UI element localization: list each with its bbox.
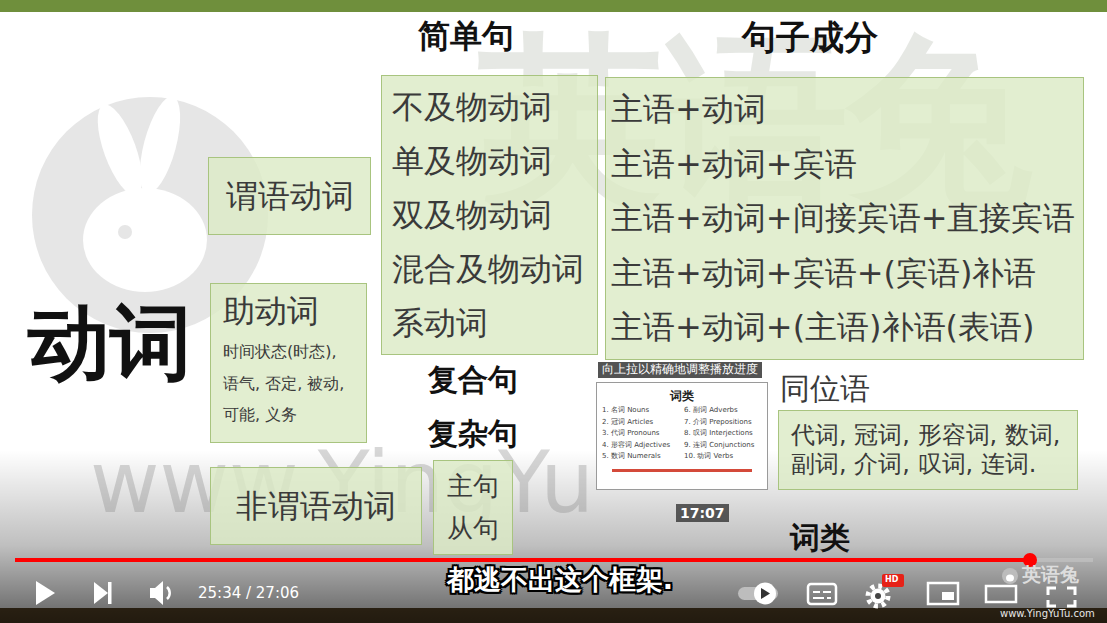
rabbit-head (83, 188, 207, 292)
box-text: 1. 名词 Nouns (602, 406, 680, 414)
box-text: 系动词 (392, 304, 488, 342)
verb-type-box: 不及物动词单及物动词双及物动词混合及物动词系动词 (381, 75, 598, 355)
box-text: 2. 冠词 Articles (602, 418, 680, 426)
hd-badge (882, 574, 904, 587)
logo-mark (1002, 568, 1018, 584)
next-icon-bar (108, 582, 112, 604)
play-icon (36, 581, 55, 605)
term-label: 同位语 (780, 372, 870, 407)
tooltip: 向上拉以精确地调整播放进度 (598, 362, 762, 378)
next-icon (94, 582, 108, 604)
box-text: 词类 (602, 389, 762, 403)
column-title: 句子成分 (742, 18, 878, 57)
settings-teeth (868, 586, 888, 606)
progress-played (15, 558, 1030, 562)
box-text: 4. 形容词 Adjectives (602, 441, 680, 449)
miniplayer-icon (928, 583, 958, 604)
rabbit-ear (132, 93, 189, 198)
logo-text: 英语兔 (1022, 564, 1079, 586)
box-text: 主句 (447, 471, 499, 502)
subtitles-icon (808, 584, 836, 604)
box-text: 双及物动词 (392, 196, 552, 234)
box-text: 混合及物动词 (392, 250, 584, 288)
sentence-type: 复杂句 (428, 417, 518, 452)
autoplay-glyph (761, 588, 770, 599)
box-text: 主语+动词+宾语 (611, 145, 857, 183)
word-class-box: 代词, 冠词, 形容词, 数词, 副词, 介词, 叹词, 连词. (778, 410, 1078, 490)
box-text: 谓语动词 (226, 177, 354, 215)
box-text: 主语+动词+间接宾语+直接宾语 (611, 199, 1075, 237)
box-text: 8. 叹词 Interjections (684, 429, 762, 437)
box-text: 9. 连词 Conjunctions (684, 441, 762, 449)
box-text: 代词, 冠词, 形容词, 数词, 副词, 介词, 叹词, 连词. (791, 421, 1065, 479)
preview-time: 17:07 (676, 504, 729, 522)
box-text: 5. 数词 Numerals (602, 452, 680, 460)
settings-hole (875, 593, 881, 599)
box-text: 10. 动词 Verbs (684, 452, 762, 460)
box-text: 主语+动词+(主语)补语(表语) (611, 308, 1035, 346)
preview-thumbnail: 词类 1. 名词 Nouns 2. 冠词 Articles 3. 代词 Pronoun… (596, 382, 768, 490)
theater-icon (986, 586, 1016, 602)
box-text: 主语+动词+宾语+(宾语)补语 (611, 254, 1036, 292)
top-bar (0, 0, 1107, 12)
miniplayer-inner (942, 592, 954, 600)
logo-mark-rabbit (1006, 575, 1014, 582)
box-text: 时间状态(时态), 语气, 否定, 被动, 可能, 义务 (223, 336, 354, 430)
volume-icon (150, 581, 163, 605)
subtitle: 都逃不出这个框架. (447, 564, 673, 595)
progress-track (15, 558, 1093, 562)
verb-category-box: 助动词时间状态(时态), 语气, 否定, 被动, 可能, 义务 (210, 283, 367, 443)
sentence-type: 复合句 (428, 363, 518, 398)
verb-category-box: 谓语动词 (208, 157, 371, 235)
hd-text: HD (885, 575, 898, 584)
box-text: 主语+动词 (611, 90, 766, 128)
subtitles-lines (813, 592, 831, 598)
section-title: 词类 (790, 521, 850, 556)
rabbit-eye (118, 225, 132, 239)
verb-category-box: 非谓语动词 (210, 467, 422, 545)
box-text: 不及物动词 (392, 88, 552, 126)
box-text: 7. 介词 Prepositions (684, 418, 762, 426)
box-text: 非谓语动词 (236, 487, 396, 525)
logo-url: www.YingYuTu.com (1000, 608, 1095, 620)
box-text: 3. 代词 Pronouns (602, 429, 680, 437)
thumbnail-decoration (612, 469, 752, 472)
column-title: 简单句 (418, 18, 514, 55)
settings-icon (871, 589, 886, 604)
main-heading: 动词 (28, 296, 192, 390)
clause-box: 主句从句 (433, 460, 513, 555)
box-heading: 助动词 (223, 292, 319, 330)
fullscreen-icon (1048, 588, 1075, 606)
box-text: 单及物动词 (392, 142, 552, 180)
sentence-pattern-box: 主语+动词主语+动词+宾语主语+动词+间接宾语+直接宾语主语+动词+宾语+(宾语… (605, 77, 1084, 360)
box-text: 从句 (447, 513, 499, 544)
time-display: 25:34 / 27:06 (198, 585, 299, 602)
box-text: 6. 副词 Adverbs (684, 406, 762, 414)
autoplay-knob (754, 583, 776, 605)
volume-wave (167, 587, 170, 599)
